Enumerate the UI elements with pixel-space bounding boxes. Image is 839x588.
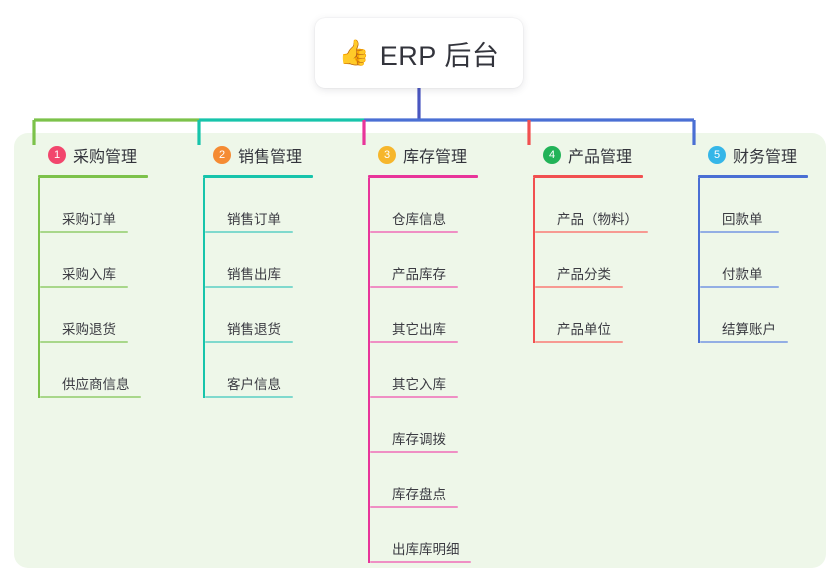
- list-item[interactable]: 库存盘点: [370, 453, 514, 508]
- list-item-underline: [370, 341, 458, 343]
- branch-item-list: 销售订单销售出库销售退货客户信息: [203, 178, 349, 398]
- list-item-label: 采购订单: [62, 212, 116, 227]
- list-item[interactable]: 库存调拨: [370, 398, 514, 453]
- list-item-label: 销售退货: [227, 322, 281, 337]
- list-item-label: 库存盘点: [392, 487, 446, 502]
- list-item-label: 产品分类: [557, 267, 611, 282]
- list-item[interactable]: 其它出库: [370, 288, 514, 343]
- list-item-underline: [700, 286, 779, 288]
- list-item[interactable]: 产品分类: [535, 233, 679, 288]
- branch-title: 产品管理: [568, 149, 633, 166]
- branch-title: 采购管理: [73, 149, 138, 166]
- list-item-label: 供应商信息: [62, 377, 130, 392]
- branch-title: 财务管理: [733, 149, 798, 166]
- list-item[interactable]: 销售订单: [205, 178, 349, 233]
- list-item-label: 产品库存: [392, 267, 446, 282]
- list-item-label: 结算账户: [722, 322, 776, 337]
- list-item-label: 回款单: [722, 212, 763, 227]
- list-item-underline: [370, 451, 458, 453]
- list-item-underline: [40, 286, 128, 288]
- list-item[interactable]: 结算账户: [700, 288, 839, 343]
- list-item-underline: [370, 286, 458, 288]
- branch-column: 5 财务管理回款单付款单结算账户: [684, 143, 839, 343]
- list-item-underline: [205, 286, 293, 288]
- list-item-label: 采购入库: [62, 267, 116, 282]
- branch-number-badge: 2: [213, 146, 231, 164]
- list-item-underline: [205, 231, 293, 233]
- list-item[interactable]: 客户信息: [205, 343, 349, 398]
- branch-underline: [533, 175, 643, 178]
- list-item-label: 其它出库: [392, 322, 446, 337]
- branch-number-badge: 4: [543, 146, 561, 164]
- list-item-underline: [40, 341, 128, 343]
- list-item[interactable]: 采购订单: [40, 178, 184, 233]
- list-item-label: 仓库信息: [392, 212, 446, 227]
- list-item[interactable]: 其它入库: [370, 343, 514, 398]
- branch-column: 1 采购管理采购订单采购入库采购退货供应商信息: [24, 143, 184, 398]
- branch-underline: [203, 175, 313, 178]
- list-item[interactable]: 回款单: [700, 178, 839, 233]
- branch-underline: [698, 175, 808, 178]
- list-item[interactable]: 出库库明细: [370, 508, 514, 563]
- branch-underline: [368, 175, 478, 178]
- branch-number-badge: 5: [708, 146, 726, 164]
- list-item-label: 客户信息: [227, 377, 281, 392]
- list-item-label: 出库库明细: [392, 542, 460, 557]
- list-item[interactable]: 销售出库: [205, 233, 349, 288]
- list-item-underline: [700, 341, 788, 343]
- list-item[interactable]: 付款单: [700, 233, 839, 288]
- list-item[interactable]: 采购入库: [40, 233, 184, 288]
- list-item-label: 付款单: [722, 267, 763, 282]
- branch-title: 库存管理: [403, 149, 468, 166]
- thumbs-up-icon: 👍: [338, 38, 370, 67]
- branch-header[interactable]: 3 库存管理: [354, 143, 514, 167]
- diagram-panel: [14, 133, 826, 568]
- root-title: ERP 后台: [379, 40, 500, 71]
- branch-number-badge: 1: [48, 146, 66, 164]
- list-item-label: 其它入库: [392, 377, 446, 392]
- list-item-underline: [205, 396, 293, 398]
- list-item[interactable]: 产品（物料）: [535, 178, 679, 233]
- list-item-underline: [535, 341, 623, 343]
- list-item[interactable]: 供应商信息: [40, 343, 184, 398]
- list-item[interactable]: 仓库信息: [370, 178, 514, 233]
- list-item-underline: [535, 231, 648, 233]
- list-item-underline: [40, 396, 141, 398]
- list-item-label: 产品（物料）: [557, 212, 638, 227]
- list-item-underline: [205, 341, 293, 343]
- list-item-label: 销售出库: [227, 267, 281, 282]
- branch-column: 4 产品管理产品（物料） 产品分类产品单位: [519, 143, 679, 343]
- list-item-underline: [370, 231, 458, 233]
- list-item[interactable]: 产品库存: [370, 233, 514, 288]
- branch-item-list: 采购订单采购入库采购退货供应商信息: [38, 178, 184, 398]
- list-item[interactable]: 销售退货: [205, 288, 349, 343]
- branch-number-badge: 3: [378, 146, 396, 164]
- branch-item-list: 仓库信息产品库存其它出库其它入库库存调拨库存盘点出库库明细: [368, 178, 514, 563]
- list-item[interactable]: 产品单位: [535, 288, 679, 343]
- branch-header[interactable]: 1 采购管理: [24, 143, 184, 167]
- list-item-underline: [40, 231, 128, 233]
- root-node[interactable]: 👍 ERP 后台: [315, 18, 523, 88]
- list-item-label: 产品单位: [557, 322, 611, 337]
- branch-title: 销售管理: [238, 149, 303, 166]
- branch-item-list: 产品（物料） 产品分类产品单位: [533, 178, 679, 343]
- list-item-label: 库存调拨: [392, 432, 446, 447]
- branch-header[interactable]: 5 财务管理: [684, 143, 839, 167]
- list-item-label: 采购退货: [62, 322, 116, 337]
- branch-header[interactable]: 4 产品管理: [519, 143, 679, 167]
- list-item-underline: [370, 561, 471, 563]
- list-item[interactable]: 采购退货: [40, 288, 184, 343]
- list-item-underline: [535, 286, 623, 288]
- list-item-underline: [370, 396, 458, 398]
- branch-header[interactable]: 2 销售管理: [189, 143, 349, 167]
- list-item-underline: [700, 231, 779, 233]
- branch-underline: [38, 175, 148, 178]
- list-item-label: 销售订单: [227, 212, 281, 227]
- list-item-underline: [370, 506, 458, 508]
- branch-column: 3 库存管理仓库信息产品库存其它出库其它入库库存调拨库存盘点出库库明细: [354, 143, 514, 563]
- branch-column: 2 销售管理销售订单销售出库销售退货客户信息: [189, 143, 349, 398]
- branch-item-list: 回款单付款单结算账户: [698, 178, 839, 343]
